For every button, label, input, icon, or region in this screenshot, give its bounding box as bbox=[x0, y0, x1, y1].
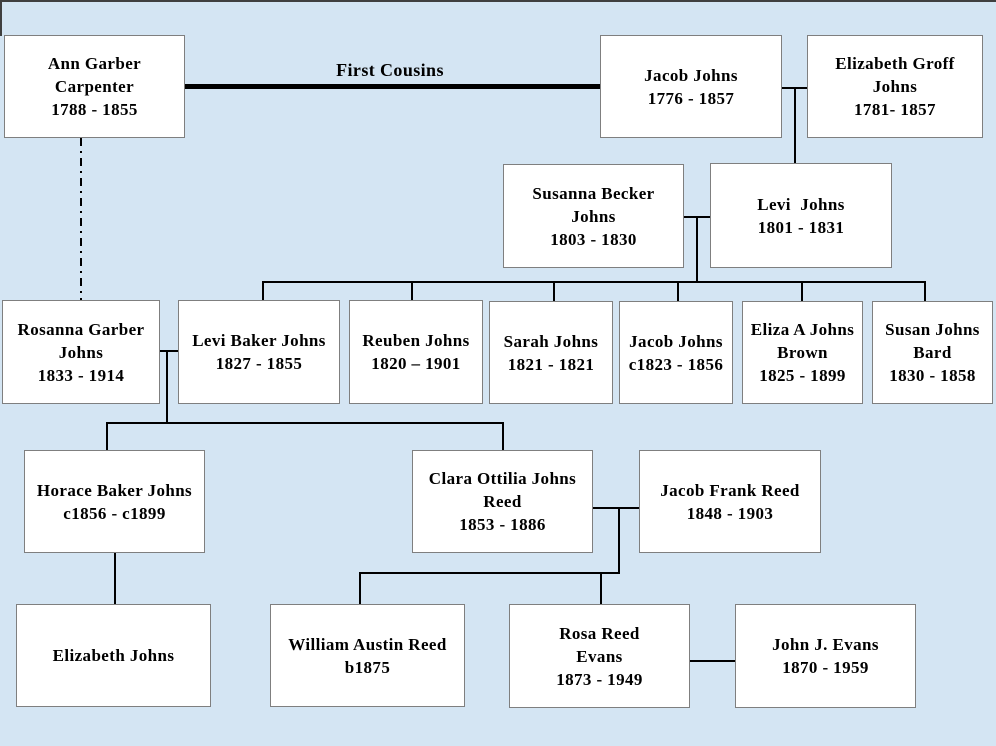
person-box-clara-ottilia-johns-reed: Clara Ottilia Johns Reed 1853 - 1886 bbox=[412, 450, 593, 553]
connector-descent-to-levi-johns bbox=[794, 88, 796, 164]
person-box-rosa-reed-evans: Rosa Reed Evans 1873 - 1949 bbox=[509, 604, 690, 708]
person-dates: c1823 - 1856 bbox=[628, 354, 724, 374]
drop-jacob-johns-jr bbox=[677, 282, 679, 302]
person-name-line: Rosa Reed bbox=[559, 623, 640, 643]
person-name-line: Brown bbox=[777, 343, 828, 362]
person-dates: c1856 - c1899 bbox=[63, 503, 166, 523]
left-border-stub bbox=[0, 0, 2, 36]
person-name-line: Ann Garber bbox=[47, 54, 142, 73]
person-box-ann-garber-carpenter: Ann Garber Carpenter 1788 - 1855 bbox=[4, 35, 185, 138]
person-box-jacob-johns-sr: Jacob Johns 1776 - 1857 bbox=[600, 35, 782, 138]
person-dates: 1830 - 1858 bbox=[889, 366, 976, 385]
connector-descent-gen5 bbox=[618, 508, 620, 573]
person-box-levi-baker-johns: Levi Baker Johns 1827 - 1855 bbox=[178, 300, 340, 404]
person-dates: 1825 - 1899 bbox=[759, 366, 846, 385]
person-name-line: Jacob Frank Reed bbox=[660, 480, 800, 500]
person-name-line: Bard bbox=[913, 343, 952, 362]
person-box-eliza-a-johns-brown: Eliza A Johns Brown 1825 - 1899 bbox=[742, 301, 863, 404]
person-dates: 1833 - 1914 bbox=[37, 365, 125, 385]
person-dates: 1848 - 1903 bbox=[686, 503, 774, 523]
label-first-cousins: First Cousins bbox=[336, 60, 444, 80]
person-name-line: Sarah Johns bbox=[503, 331, 599, 351]
person-box-elizabeth-johns: Elizabeth Johns bbox=[16, 604, 211, 707]
person-dates: 1853 - 1886 bbox=[459, 515, 546, 534]
person-dates: 1781- 1857 bbox=[854, 100, 936, 119]
person-name-line: Susan Johns bbox=[885, 320, 980, 339]
person-box-elizabeth-groff-johns: Elizabeth Groff Johns 1781- 1857 bbox=[807, 35, 983, 138]
person-box-william-austin-reed: William Austin Reed b1875 bbox=[270, 604, 465, 707]
person-dates: 1870 - 1959 bbox=[782, 658, 869, 677]
drop-sarah-johns bbox=[553, 282, 555, 302]
connector-horace-to-elizabeth-johns bbox=[114, 553, 116, 604]
person-name-line: Jacob Johns bbox=[629, 331, 723, 351]
drop-reuben-johns bbox=[411, 282, 413, 301]
person-box-rosanna-garber-johns: Rosanna Garber Johns 1833 - 1914 bbox=[2, 300, 160, 404]
person-name-line: Jacob Johns bbox=[644, 65, 738, 85]
person-dates: 1821 - 1821 bbox=[507, 354, 595, 374]
person-name-line: Levi Baker Johns bbox=[192, 331, 326, 350]
person-dates: 1803 - 1830 bbox=[550, 229, 637, 249]
drop-levi-baker-johns bbox=[262, 282, 264, 301]
person-name-line: Carpenter bbox=[54, 77, 135, 96]
sibling-line-gen4 bbox=[106, 422, 504, 424]
person-dates: 1873 - 1949 bbox=[556, 669, 643, 689]
connector-dashdot-ann-to-rosanna bbox=[80, 138, 82, 300]
person-box-john-j-evans: John J. Evans 1870 - 1959 bbox=[735, 604, 916, 708]
person-box-levi-johns: Levi Johns 1801 - 1831 bbox=[710, 163, 892, 268]
person-name-line: Rosanna Garber bbox=[17, 319, 145, 339]
person-dates: 1827 - 1855 bbox=[215, 354, 303, 373]
person-name-line: William Austin Reed bbox=[288, 634, 447, 654]
person-name-line: Reuben Johns bbox=[362, 331, 470, 350]
connector-first-cousins-thick-line bbox=[185, 84, 600, 89]
person-name-line: Elizabeth Groff bbox=[835, 54, 955, 73]
drop-eliza-a-johns-brown bbox=[801, 282, 803, 302]
drop-rosa-reed-evans bbox=[600, 573, 602, 604]
sibling-line-gen3 bbox=[262, 281, 926, 283]
person-box-susan-johns-bard: Susan Johns Bard 1830 - 1858 bbox=[872, 301, 993, 404]
connector-marriage-clara-jacob-frank bbox=[593, 507, 639, 509]
connector-descent-gen4 bbox=[166, 351, 168, 423]
connector-marriage-rosanna-levi-baker bbox=[160, 350, 178, 352]
person-name-line: Susanna Becker bbox=[532, 183, 655, 203]
person-name-line: Eliza A Johns bbox=[750, 320, 855, 339]
person-dates: 1788 - 1855 bbox=[51, 100, 138, 119]
connector-descent-gen3 bbox=[696, 217, 698, 282]
person-box-sarah-johns: Sarah Johns 1821 - 1821 bbox=[489, 301, 613, 404]
person-name-line: Johns bbox=[58, 342, 104, 362]
person-name-line: Reed bbox=[483, 492, 522, 511]
person-name-line: Evans bbox=[576, 646, 623, 666]
person-box-susanna-becker-johns: Susanna Becker Johns 1803 - 1830 bbox=[503, 164, 684, 268]
person-dates: 1801 - 1831 bbox=[757, 217, 845, 237]
person-box-reuben-johns: Reuben Johns 1820 – 1901 bbox=[349, 300, 483, 404]
person-dates: b1875 bbox=[344, 657, 391, 677]
person-name-line: Johns bbox=[872, 77, 918, 96]
connector-marriage-rosa-john bbox=[690, 660, 735, 662]
person-box-jacob-frank-reed: Jacob Frank Reed 1848 - 1903 bbox=[639, 450, 821, 553]
person-name-line: Elizabeth Johns bbox=[52, 646, 175, 665]
person-box-horace-baker-johns: Horace Baker Johns c1856 - c1899 bbox=[24, 450, 205, 553]
person-name-line: Levi Johns bbox=[757, 194, 845, 214]
person-dates: 1776 - 1857 bbox=[647, 88, 735, 108]
drop-horace-baker-johns bbox=[106, 423, 108, 450]
person-name-line: John J. Evans bbox=[772, 635, 879, 654]
person-name-line: Johns bbox=[571, 206, 616, 226]
sibling-line-gen5 bbox=[359, 572, 620, 574]
drop-clara-ottilia-johns-reed bbox=[502, 423, 504, 450]
person-box-jacob-johns-jr: Jacob Johns c1823 - 1856 bbox=[619, 301, 733, 404]
person-dates: 1820 – 1901 bbox=[371, 354, 461, 373]
top-border-line bbox=[0, 0, 996, 2]
drop-susan-johns-bard bbox=[924, 282, 926, 302]
person-name-line: Horace Baker Johns bbox=[36, 480, 193, 500]
drop-william-austin-reed bbox=[359, 573, 361, 604]
person-name-line: Clara Ottilia Johns bbox=[428, 469, 577, 488]
